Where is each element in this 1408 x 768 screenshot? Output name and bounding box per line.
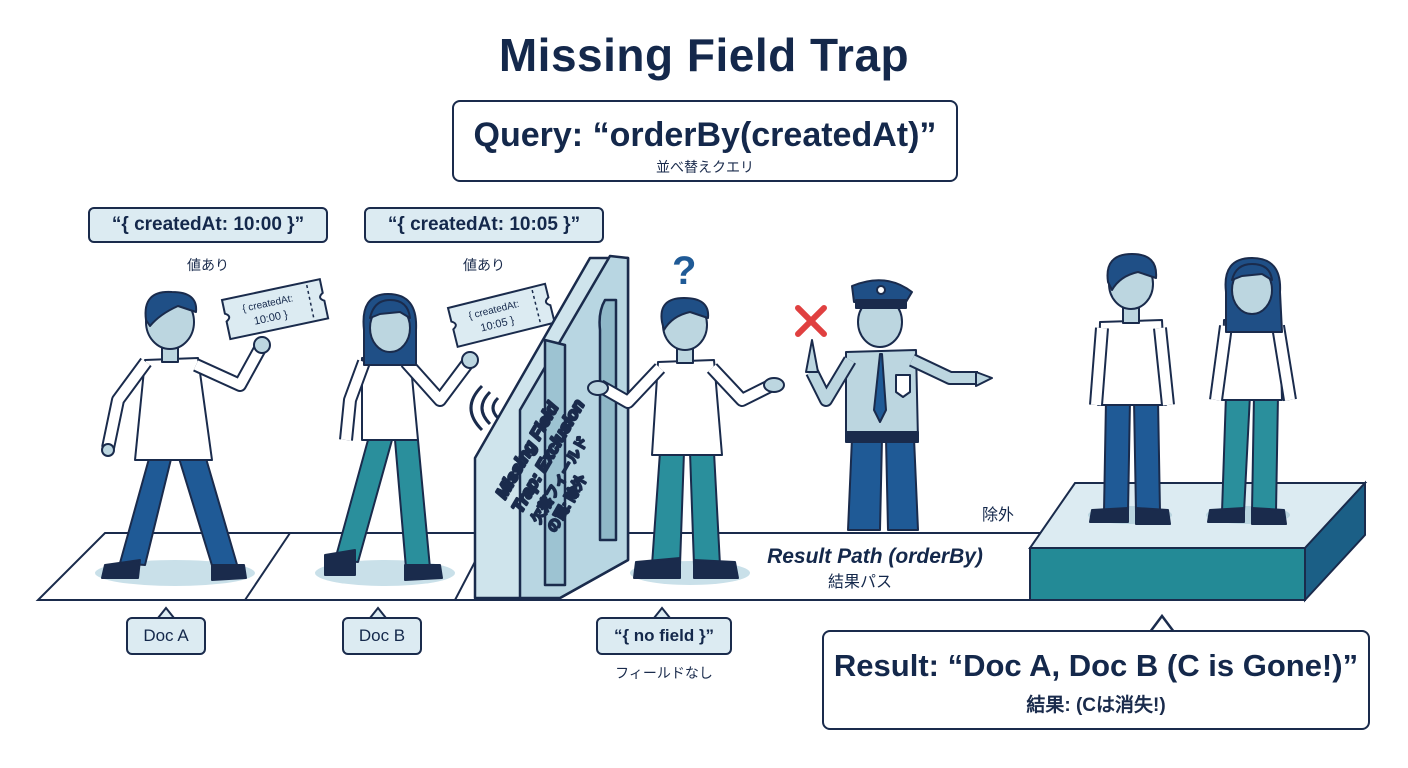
query-box: Query: “orderBy(createdAt)” 並べ替えクエリ xyxy=(452,100,958,182)
doc-b-field-sublabel: 値あり xyxy=(463,257,505,273)
doc-b-label: Doc B xyxy=(342,617,422,655)
doc-a-label: Doc A xyxy=(126,617,206,655)
excluded-label: 除外 xyxy=(982,506,1014,524)
result-sublabel: 結果: (Cは消失!) xyxy=(1026,695,1166,716)
result-label: Result: “Doc A, Doc B (C is Gone!)” xyxy=(833,648,1359,683)
doc-b-person xyxy=(324,293,476,581)
query-label: Query: “orderBy(createdAt)” xyxy=(473,116,937,154)
sensor-waves-icon xyxy=(469,384,500,432)
result-doc-a-person xyxy=(1089,253,1175,525)
result-platform xyxy=(1028,480,1368,603)
result-doc-b-person xyxy=(1207,257,1297,525)
doc-a-person xyxy=(101,290,269,581)
page-title: Missing Field Trap xyxy=(498,29,910,81)
doc-b-label-pointer xyxy=(369,606,387,619)
doc-c-person xyxy=(587,297,785,579)
doc-a-field-label: “{ createdAt: 10:00 }” xyxy=(88,207,328,243)
result-box-pointer xyxy=(1149,613,1175,633)
query-sublabel: 並べ替えクエリ xyxy=(656,159,754,175)
doc-c-field-label: “{ no field }” xyxy=(596,617,732,655)
doc-c-label-pointer xyxy=(653,606,671,619)
doc-a-ticket: { createdAt: 10:00 } xyxy=(220,278,330,354)
doc-c-field-sublabel: フィールドなし xyxy=(615,665,713,681)
exclusion-gate: Missing Field Trap: Exclusion 欠落フィールド の罠… xyxy=(473,254,630,600)
result-box: Result: “Doc A, Doc B (C is Gone!)” 結果: … xyxy=(822,630,1370,730)
question-mark-icon: ? xyxy=(672,249,696,293)
doc-a-label-pointer xyxy=(157,606,175,619)
guard-person xyxy=(805,279,993,531)
result-path-sublabel: 結果パス xyxy=(828,573,892,591)
result-path-label: Result Path (orderBy) xyxy=(767,545,983,568)
doc-b-field-label: “{ createdAt: 10:05 }” xyxy=(364,207,604,243)
red-x-icon xyxy=(795,305,827,337)
doc-a-field-sublabel: 値あり xyxy=(187,257,229,273)
